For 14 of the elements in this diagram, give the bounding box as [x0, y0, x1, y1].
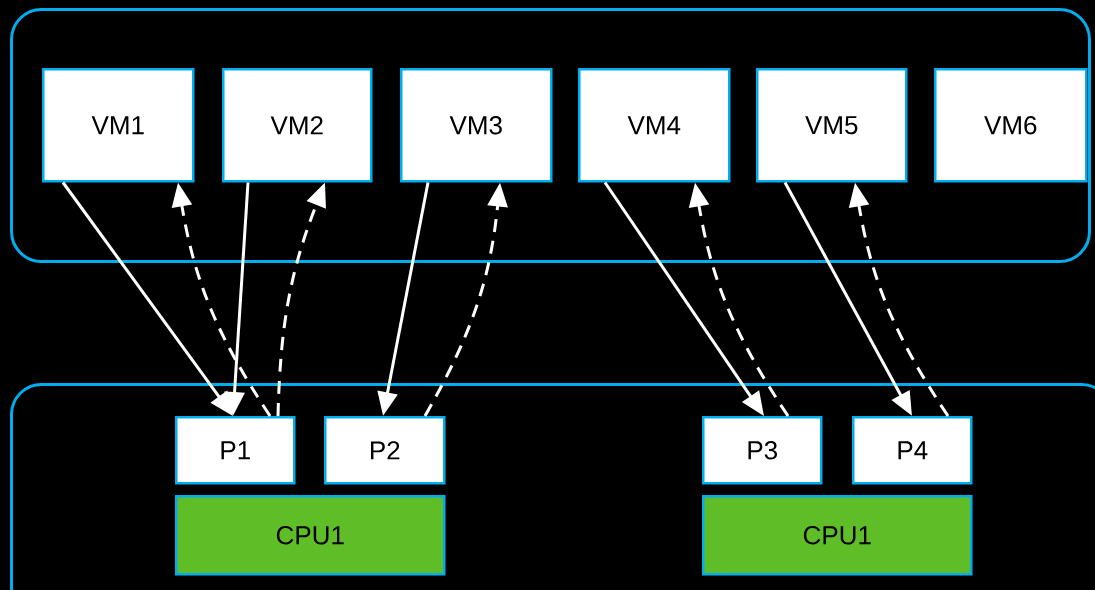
- vm-box: VM1: [42, 68, 195, 183]
- vm-box: VM6: [934, 68, 1088, 183]
- port-box: P1: [175, 416, 296, 485]
- cpu-box: CPU1: [702, 495, 973, 576]
- vm-box: VM4: [578, 68, 731, 183]
- port-box: P3: [702, 416, 823, 485]
- vm-box: VM2: [222, 68, 373, 183]
- host-panel: [10, 8, 1091, 263]
- vm-box: VM5: [756, 68, 908, 183]
- port-box: P2: [324, 416, 446, 485]
- host-panel: [10, 383, 1095, 590]
- port-box: P4: [852, 416, 973, 485]
- cpu-box: CPU1: [175, 495, 446, 576]
- vm-box: VM3: [400, 68, 553, 183]
